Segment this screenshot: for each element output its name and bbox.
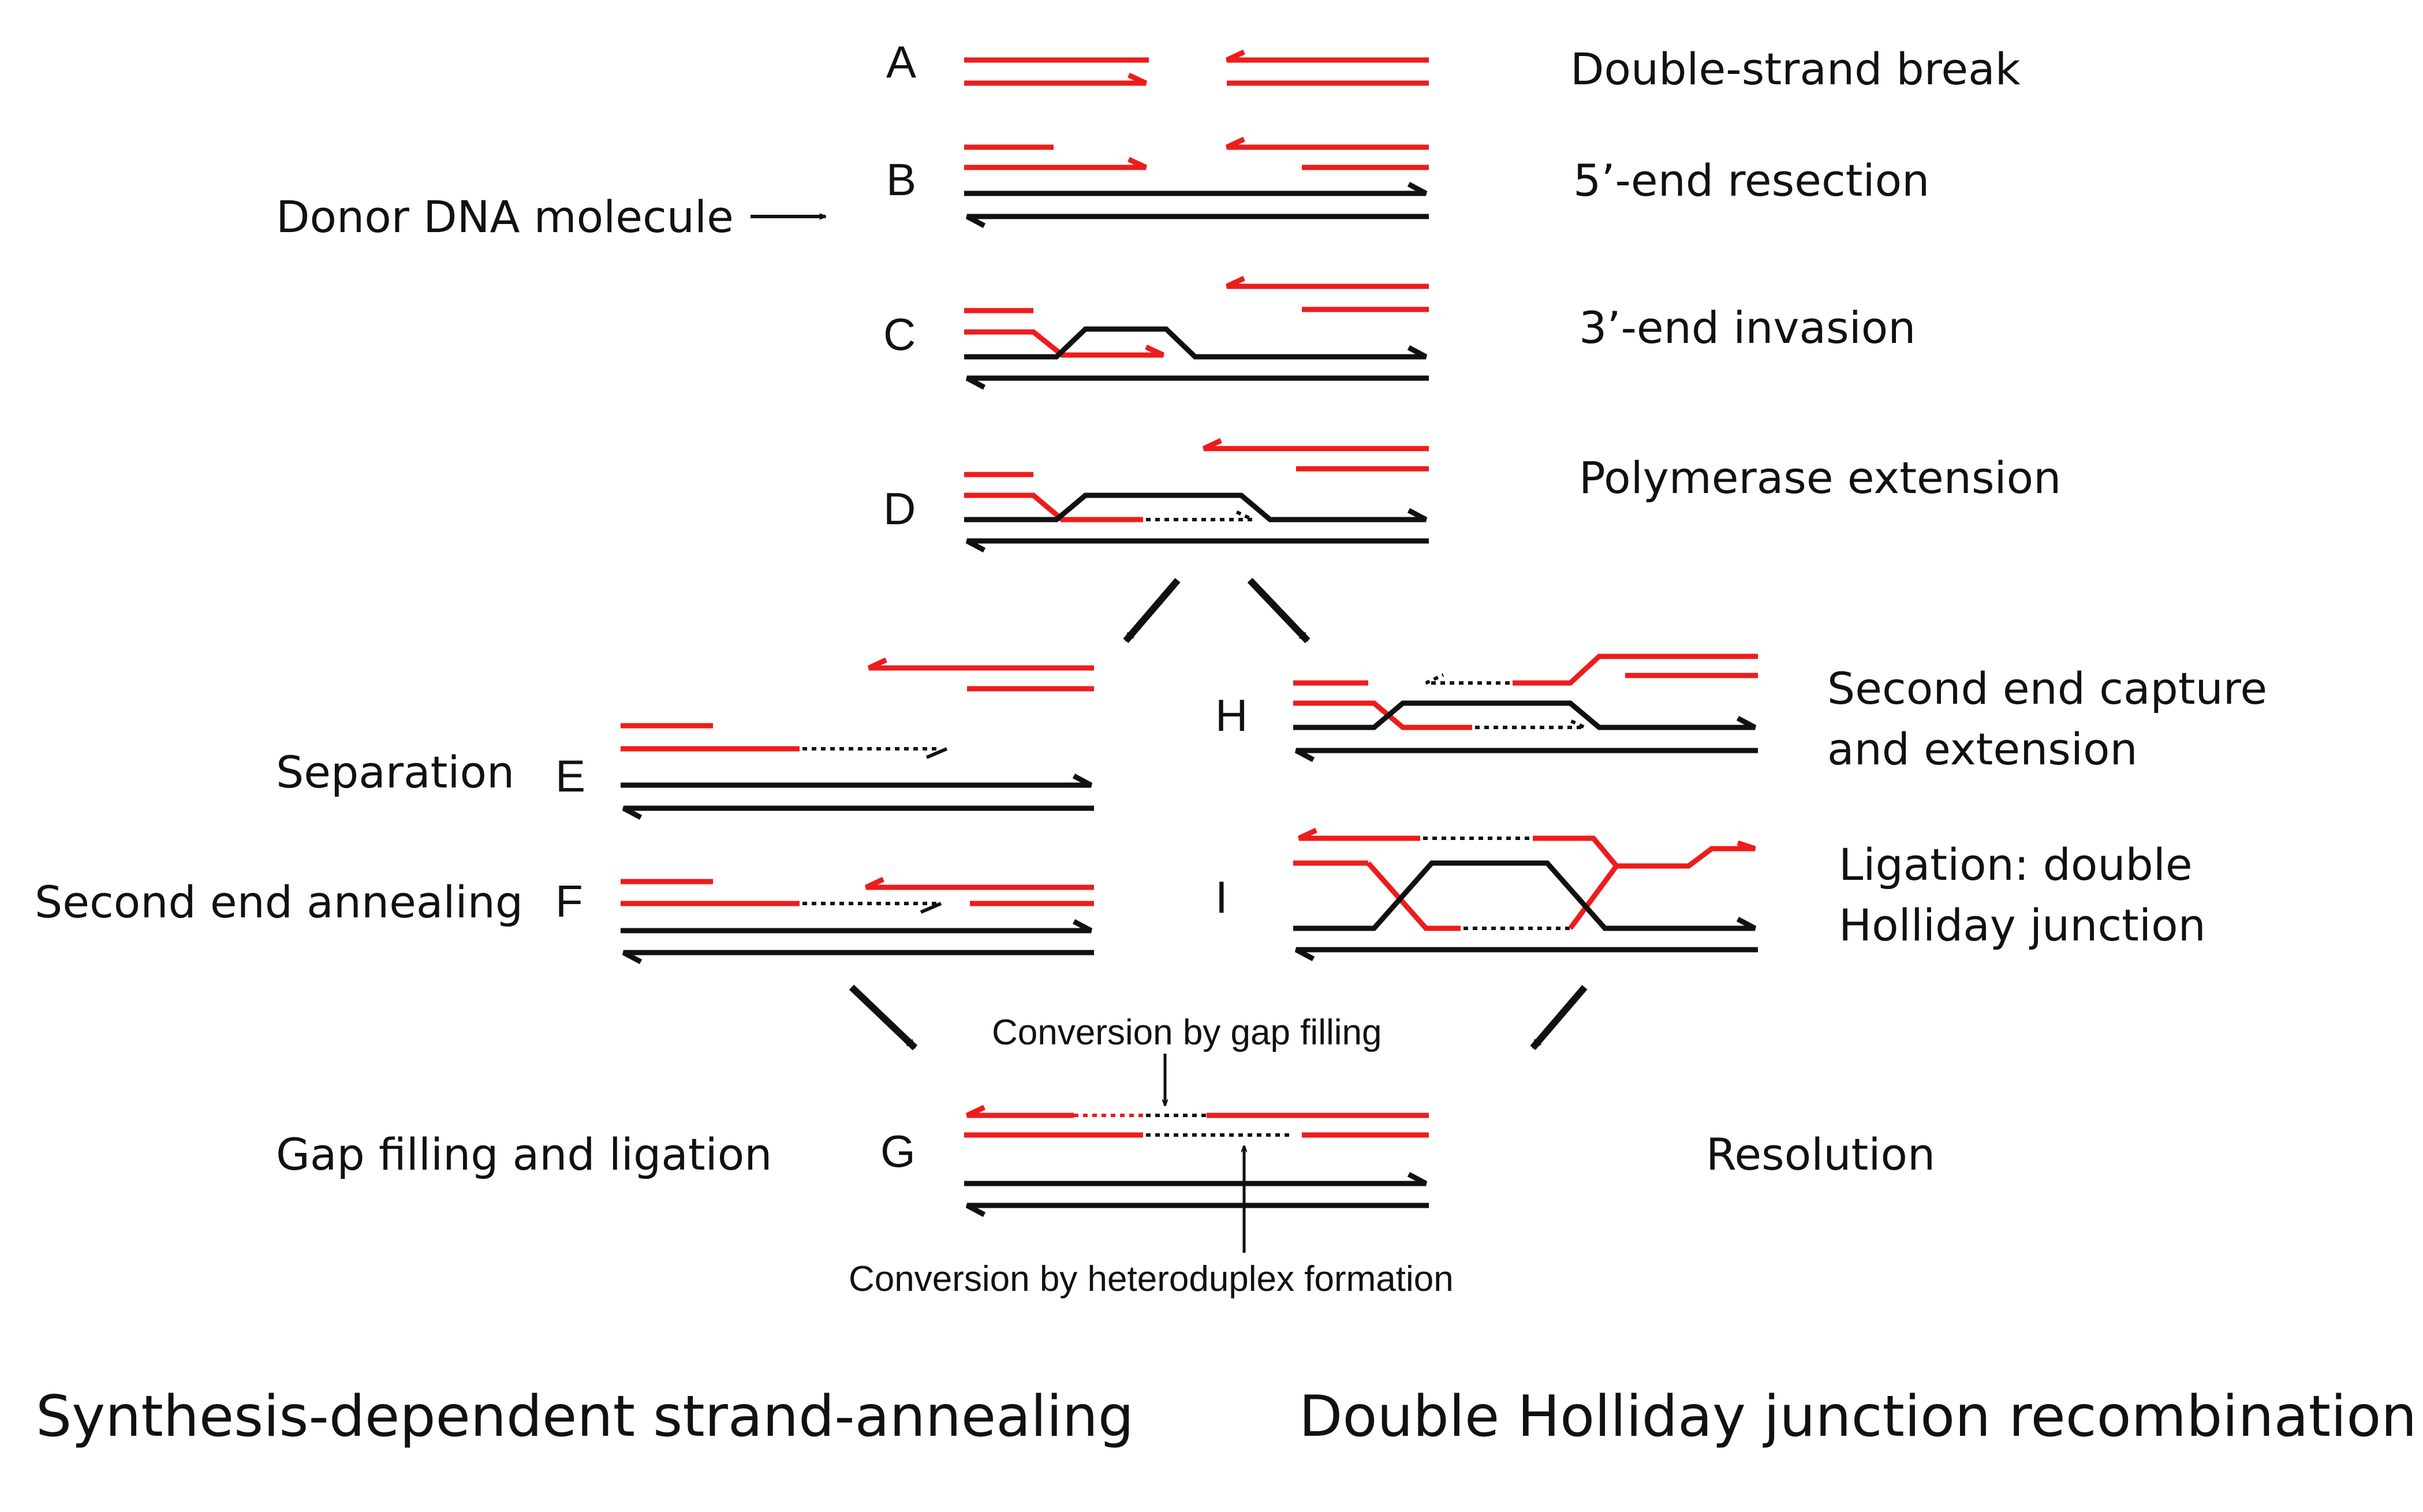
strand-i-cross-right-red <box>1568 864 1619 930</box>
resolution-label: Resolution <box>1706 1129 1936 1180</box>
step-a-label: Double-strand break <box>1570 43 2021 95</box>
strand-e-new-tip <box>925 747 948 759</box>
strand-i-top-left-red <box>1298 827 1420 841</box>
dhj-pathway-title: Double Holliday junction recombination <box>1299 1384 2417 1450</box>
step-f-label: Second end annealing <box>35 876 524 928</box>
strand-h-invading <box>1293 700 1472 730</box>
step-f-letter: F <box>555 876 583 927</box>
strand-h-top-left-red <box>1513 654 1758 686</box>
arrow-d-to-e <box>1123 578 1181 643</box>
sdsa-pathway-title: Synthesis-dependent strand-annealing <box>36 1384 1134 1450</box>
gap-filling-annotation: Conversion by gap filling <box>992 1013 1382 1052</box>
step-e-letter: E <box>555 751 586 801</box>
step-f-molecule <box>621 876 1094 964</box>
step-c-label: 3’-end invasion <box>1579 302 1916 353</box>
step-i-label-line2: Holliday junction <box>1839 899 2206 951</box>
strand-b-left-bottom <box>964 156 1147 170</box>
donor-i-top <box>1293 860 1757 931</box>
strand-i-cross-left-red <box>1366 861 1461 931</box>
donor-d-bottom <box>965 538 1429 552</box>
step-c-letter: C <box>883 309 916 360</box>
donor-i-bottom <box>1294 947 1758 961</box>
donor-c-bottom <box>965 375 1429 390</box>
step-d-letter: D <box>883 483 916 534</box>
heteroduplex-annotation: Conversion by heteroduplex formation <box>849 1259 1454 1299</box>
donor-dna-label: Donor DNA molecule <box>276 191 734 242</box>
strand-e-right-top <box>868 657 1094 671</box>
step-g-molecule <box>964 1104 1429 1217</box>
strand-h-top-synthesis <box>1425 673 1510 685</box>
step-h-letter: H <box>1215 690 1248 741</box>
donor-b-top <box>964 182 1428 196</box>
donor-g-top <box>964 1172 1428 1186</box>
donor-f-bottom <box>622 950 1094 964</box>
donor-c-top <box>964 326 1428 360</box>
step-i-label-line1: Ligation: double <box>1839 839 2193 890</box>
step-a-letter: A <box>886 36 917 87</box>
step-b-molecule <box>964 136 1429 228</box>
arrow-d-to-h <box>1247 577 1311 644</box>
strand-d-invading <box>964 492 1143 522</box>
strand-f-new-tip <box>920 902 942 914</box>
step-b-label: 5’-end resection <box>1573 155 1930 206</box>
step-a-molecule <box>964 49 1429 86</box>
donor-e-top <box>621 774 1093 788</box>
arrow-i-to-g <box>1530 985 1588 1050</box>
step-d-molecule <box>964 438 1429 552</box>
step-h-label-line2: and extension <box>1827 723 2138 775</box>
strand-d-new-synthesis <box>1146 510 1254 521</box>
donor-h-bottom <box>1294 748 1758 762</box>
donor-h-top <box>1293 700 1757 730</box>
strand-f-right-top <box>865 876 1094 890</box>
step-e-molecule <box>621 657 1094 820</box>
donor-g-bottom <box>965 1203 1429 1217</box>
strand-c-right-top <box>1226 275 1429 289</box>
donor-b-bottom <box>965 214 1429 228</box>
step-b-letter: B <box>886 154 917 205</box>
step-h-molecule <box>1293 654 1758 762</box>
strand-h-invading-synthesis <box>1475 718 1586 729</box>
strand-b-right-top <box>1226 136 1429 150</box>
step-i-molecule <box>1293 827 1758 961</box>
strand-a-right-top <box>1226 49 1429 63</box>
step-g-letter: G <box>880 1126 916 1177</box>
strand-a-left-bottom <box>964 72 1147 86</box>
step-e-label: Separation <box>276 746 515 798</box>
step-i-letter: I <box>1215 872 1228 923</box>
donor-f-top <box>621 919 1093 934</box>
step-c-molecule <box>964 275 1429 390</box>
step-h-label-line1: Second end capture <box>1827 663 2268 714</box>
arrow-f-to-g <box>849 984 918 1051</box>
donor-e-bottom <box>622 805 1094 820</box>
donor-d-top <box>964 492 1428 522</box>
strand-i-top-right-red <box>1533 835 1756 869</box>
step-g-label: Gap filling and ligation <box>276 1129 772 1180</box>
strand-g-top-left-red <box>966 1104 1074 1118</box>
strand-d-right-top <box>1203 438 1429 451</box>
strand-c-invading <box>964 329 1164 358</box>
step-d-label: Polymerase extension <box>1579 452 2062 503</box>
